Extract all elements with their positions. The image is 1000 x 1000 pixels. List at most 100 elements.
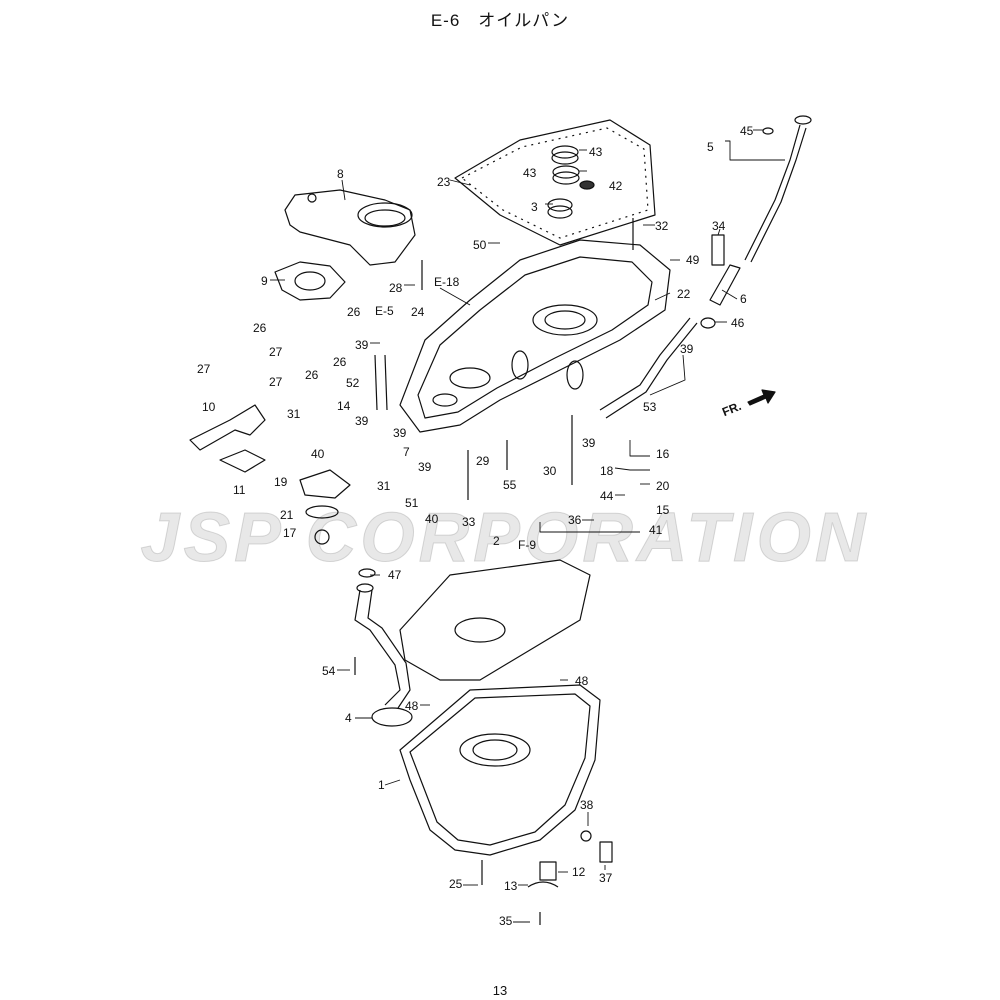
callout-c16: 16 (656, 447, 670, 461)
callout-c25: 25 (449, 877, 463, 891)
fitting-10 (189, 404, 266, 451)
callout-c35: 35 (499, 914, 513, 928)
callout-c27c: 27 (269, 375, 283, 389)
plug-17 (314, 529, 330, 545)
callout-cE5: E-5 (375, 304, 394, 318)
callout-c46: 46 (731, 316, 745, 330)
callout-c38: 38 (580, 798, 594, 812)
callout-c39f: 39 (418, 460, 432, 474)
callout-c45: 45 (740, 124, 754, 138)
oil-seal-43-lower (552, 165, 580, 179)
callout-c49: 49 (686, 253, 700, 267)
callout-c27b: 27 (197, 362, 211, 376)
callout-c2: 2 (493, 534, 500, 548)
callout-c23: 23 (437, 175, 451, 189)
part-34 (711, 234, 725, 266)
callout-c22: 22 (677, 287, 691, 301)
callout-c29: 29 (476, 454, 490, 468)
callout-c39b: 39 (680, 342, 694, 356)
callout-c39e: 39 (582, 436, 596, 450)
callout-c3: 3 (531, 200, 538, 214)
callout-cF9: F-9 (518, 538, 536, 552)
hose-53 (599, 317, 691, 411)
gasket-23 (454, 119, 656, 246)
callout-c52: 52 (346, 376, 360, 390)
housing-8 (284, 189, 416, 266)
callout-c20: 20 (656, 479, 670, 493)
callout-c7: 7 (403, 445, 410, 459)
callout-c5: 5 (707, 140, 714, 154)
callout-c39a: 39 (355, 338, 369, 352)
callout-c18: 18 (600, 464, 614, 478)
callout-c36: 36 (568, 513, 582, 527)
callout-c47: 47 (388, 568, 402, 582)
oil-pan-gasket-2 (399, 559, 591, 681)
callout-c44: 44 (600, 489, 614, 503)
oil-seal-43-upper (551, 145, 579, 159)
page-title: E-6 オイルパン (430, 11, 570, 30)
callout-c30: 30 (543, 464, 557, 478)
strainer-screen (371, 707, 413, 727)
callout-c26b: 26 (253, 321, 267, 335)
callout-c1: 1 (378, 778, 385, 792)
page-number: 13 (492, 983, 508, 998)
callout-c40b: 40 (425, 512, 439, 526)
callout-cE18: E-18 (434, 275, 460, 289)
callout-c43b: 43 (523, 166, 537, 180)
callout-c40a: 40 (311, 447, 325, 461)
callout-c10: 10 (202, 400, 216, 414)
bearing-3 (547, 198, 573, 212)
callout-c21: 21 (280, 508, 294, 522)
callout-c19: 19 (274, 475, 288, 489)
callout-c27a: 27 (269, 345, 283, 359)
callout-c31a: 31 (287, 407, 301, 421)
callout-c28: 28 (389, 281, 403, 295)
callout-c48b: 48 (405, 699, 419, 713)
bolt-37 (599, 841, 613, 863)
callout-c12: 12 (572, 865, 586, 879)
callout-c37: 37 (599, 871, 613, 885)
hose-52 (374, 354, 378, 411)
callout-c41: 41 (649, 523, 663, 537)
callout-c13: 13 (504, 879, 518, 893)
callout-c26c: 26 (333, 355, 347, 369)
callout-c9: 9 (261, 274, 268, 288)
drain-plug-38 (580, 830, 592, 842)
bracket-13 (527, 881, 559, 888)
callout-c55: 55 (503, 478, 517, 492)
gasket-11 (219, 449, 266, 473)
cover-19 (299, 469, 351, 499)
callout-c43a: 43 (589, 145, 603, 159)
callout-c11: 11 (233, 483, 246, 497)
front-direction-arrow (747, 389, 776, 406)
seal-42 (579, 180, 595, 190)
oring-45 (762, 127, 774, 135)
callout-c4: 4 (345, 711, 352, 725)
dipstick-guide-6 (709, 264, 741, 306)
dipstick-5 (744, 124, 801, 261)
oil-pan-1 (399, 684, 601, 856)
callout-c48a: 48 (575, 674, 589, 688)
plug-12 (539, 861, 557, 881)
callout-c14: 14 (337, 399, 351, 413)
callout-c51: 51 (405, 496, 419, 510)
callout-c15: 15 (656, 503, 670, 517)
oil-strainer-pipe-4 (354, 589, 401, 706)
callout-c42: 42 (609, 179, 623, 193)
callout-c26a: 26 (347, 305, 361, 319)
callout-c33: 33 (462, 515, 476, 529)
callout-c8: 8 (337, 167, 344, 181)
callout-c34: 34 (712, 219, 726, 233)
callout-c24: 24 (411, 305, 425, 319)
callout-c39d: 39 (393, 426, 407, 440)
oring-21 (305, 505, 339, 519)
callout-c50: 50 (473, 238, 487, 252)
callout-c26d: 26 (305, 368, 319, 382)
callout-c6: 6 (740, 292, 747, 306)
oil-pan-upper-case-22 (399, 239, 671, 433)
gasket-9 (274, 261, 346, 301)
callout-c53: 53 (643, 400, 657, 414)
oring-46 (700, 317, 716, 329)
callout-c39c: 39 (355, 414, 369, 428)
